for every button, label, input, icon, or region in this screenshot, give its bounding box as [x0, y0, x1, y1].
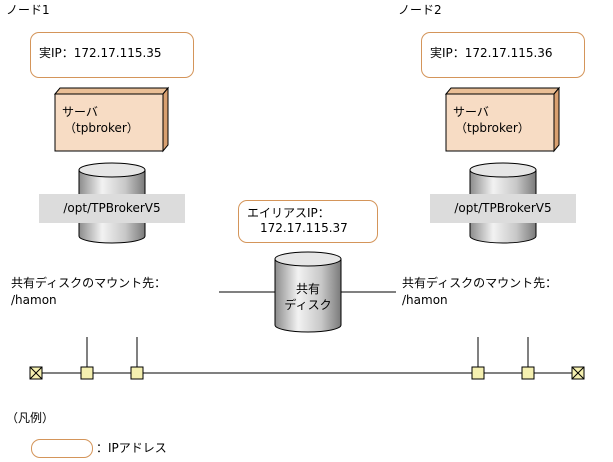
alias-ip-line2: 172.17.115.37 — [260, 221, 348, 235]
node1-server-label: サーバ （tpbroker） — [62, 104, 139, 136]
alias-ip-line1: エイリアスIP： — [247, 206, 330, 220]
node1-mount-line2: /hamon — [11, 293, 57, 307]
node2-server-label: サーバ （tpbroker） — [453, 104, 530, 136]
shared-disk-label: 共有 ディスク — [275, 282, 341, 312]
terminator-right — [571, 366, 585, 380]
server-box-node1 — [53, 86, 170, 153]
legend-ip-sample — [31, 439, 93, 458]
legend-ip-label: ：IPアドレス — [96, 441, 167, 455]
shared-disk-cylinder — [274, 251, 342, 333]
node1-ip-text: 実IP：172.17.115.35 — [39, 46, 162, 60]
node2-mount-line2: /hamon — [402, 293, 448, 307]
node2-mount-line1: 共有ディスクのマウント先： — [402, 276, 558, 290]
node2-ip-box: 実IP：172.17.115.36 — [421, 32, 585, 78]
node2-server-line1: サーバ — [453, 105, 489, 119]
node2-title: ノード2 — [398, 3, 442, 17]
alias-ip-box: エイリアスIP： 172.17.115.37 — [238, 200, 378, 243]
node1-server-line2: （tpbroker） — [64, 121, 139, 135]
node1-mount-line1: 共有ディスクのマウント先： — [11, 276, 167, 290]
node1-ip-box: 実IP：172.17.115.35 — [30, 32, 194, 78]
node1-title: ノード1 — [6, 3, 50, 17]
shared-disk-line1: 共有 — [295, 282, 320, 296]
connector-node1-a — [80, 366, 94, 380]
shared-disk-line2: ディスク — [284, 298, 332, 312]
node2-ip-text: 実IP：172.17.115.36 — [430, 46, 553, 60]
connector-node1-b — [130, 366, 144, 380]
node2-path-bar: /opt/TPBrokerV5 — [430, 194, 576, 223]
connector-node2-a — [471, 366, 485, 380]
node1-path-bar: /opt/TPBrokerV5 — [39, 194, 185, 223]
server-box-node2 — [444, 86, 561, 153]
node2-server-line2: （tpbroker） — [455, 121, 530, 135]
terminator-left — [29, 366, 43, 380]
connector-node2-b — [521, 366, 535, 380]
legend-title: （凡例） — [6, 411, 55, 425]
node1-server-line1: サーバ — [62, 105, 98, 119]
